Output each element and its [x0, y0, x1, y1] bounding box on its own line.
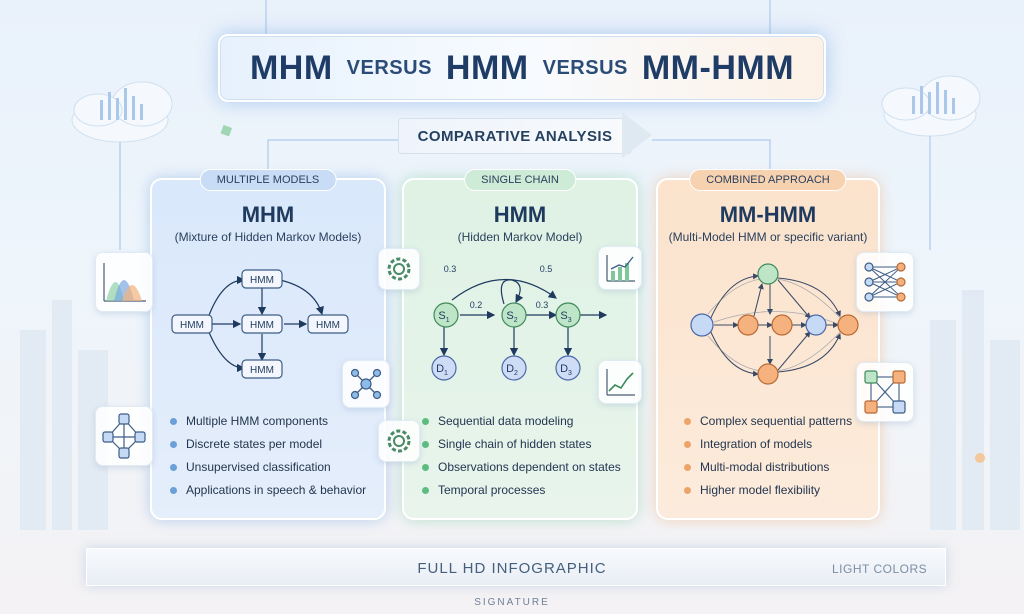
list-item: Observations dependent on states: [422, 460, 621, 474]
network-graph-icon: [95, 406, 153, 466]
list-item: Unsupervised classification: [170, 460, 366, 474]
tag-combined-approach: COMBINED APPROACH: [689, 169, 847, 191]
list-item: Multi-modal distributions: [684, 460, 852, 474]
molecule-icon: [342, 360, 390, 408]
arrow-right-icon: [622, 112, 652, 158]
panel-mhm: MULTIPLE MODELS MHM (Mixture of Hidden M…: [150, 169, 386, 520]
neural-network-icon: [856, 252, 914, 312]
panel-title: MM-HMM: [719, 202, 817, 227]
observation-label: D: [436, 363, 444, 375]
signature: SIGNATURE: [474, 597, 550, 608]
density-curves-icon: [95, 252, 153, 312]
mhm-diagram: HMM HMM HMM HMM HMM: [171, 269, 349, 379]
svg-text:S2: S2: [506, 310, 517, 324]
footer-light-colors: LIGHT COLORS: [832, 562, 928, 576]
hmm-node-label: HMM: [250, 365, 274, 376]
panel-mmhmm: COMBINED APPROACH MM-HMM (Multi-Model HM…: [656, 169, 880, 520]
title-mhm: MHM: [249, 48, 333, 87]
bottom-plinth: [86, 548, 946, 586]
transition-label: 0.5: [540, 264, 553, 274]
comparative-analysis-banner: COMPARATIVE ANALYSIS: [398, 118, 632, 154]
svg-text:D1: D1: [436, 363, 448, 377]
panel-subtitle: (Mixture of Hidden Markov Models): [174, 230, 362, 244]
gear-icon: [378, 248, 420, 290]
line-chart-icon: [598, 360, 642, 404]
bullet-list: Complex sequential patterns Integration …: [684, 414, 852, 506]
gear-icon: [378, 420, 420, 462]
cloud-icon-left: [71, 81, 173, 143]
panel-hmm: SINGLE CHAIN HMM (Hidden Markov Model): [402, 169, 638, 520]
hmm-node-label: HMM: [250, 275, 274, 286]
mmhmm-network-diagram: [690, 263, 859, 385]
bullet-list: Sequential data modeling Single chain of…: [422, 414, 621, 506]
hmm-diagram: S1 S2 S3 D1 D2 D3 0.3 0.5 0.2 0.3: [431, 264, 608, 381]
tag-multiple-models: MULTIPLE MODELS: [199, 169, 337, 191]
bullet-list: Multiple HMM components Discrete states …: [170, 414, 366, 506]
hmm-node-label: HMM: [250, 320, 274, 331]
panel-subtitle: (Multi-Model HMM or specific variant): [668, 230, 868, 244]
panel-subtitle: (Hidden Markov Model): [457, 230, 583, 244]
list-item: Complex sequential patterns: [684, 414, 852, 428]
state-label: S: [560, 310, 567, 322]
transition-label: 0.3: [444, 264, 457, 274]
transition-label: 0.3: [536, 300, 549, 310]
list-item: Sequential data modeling: [422, 414, 621, 428]
title-banner: MHM VERSUS HMM VERSUS MM-HMM: [218, 34, 826, 102]
list-item: Single chain of hidden states: [422, 437, 621, 451]
tag-single-chain: SINGLE CHAIN: [464, 169, 576, 191]
observation-label: D: [560, 363, 568, 375]
title-hmm: HMM: [445, 48, 529, 87]
cloud-icon-right: [881, 75, 981, 137]
panel-title: MHM: [241, 202, 295, 227]
svg-text:S3: S3: [560, 310, 571, 324]
list-item: Higher model flexibility: [684, 483, 852, 497]
svg-text:S1: S1: [438, 310, 449, 324]
flowchart-icon: [856, 362, 914, 422]
hmm-node-label: HMM: [180, 320, 204, 331]
bar-chart-icon: [598, 246, 642, 290]
title-mmhmm: MM-HMM: [641, 48, 795, 87]
list-item: Discrete states per model: [170, 437, 366, 451]
list-item: Multiple HMM components: [170, 414, 366, 428]
svg-text:D3: D3: [560, 363, 572, 377]
title-versus-1: VERSUS: [346, 56, 432, 79]
observation-label: D: [506, 363, 514, 375]
list-item: Applications in speech & behavior: [170, 483, 366, 497]
state-label: S: [438, 310, 445, 322]
svg-text:D2: D2: [506, 363, 518, 377]
list-item: Integration of models: [684, 437, 852, 451]
transition-label: 0.2: [470, 300, 483, 310]
hmm-node-label: HMM: [316, 320, 340, 331]
footer-full-hd-infographic: FULL HD INFOGRAPHIC: [417, 560, 607, 577]
panel-title: HMM: [493, 202, 547, 227]
title-versus-2: VERSUS: [542, 56, 628, 79]
list-item: Temporal processes: [422, 483, 621, 497]
state-label: S: [506, 310, 513, 322]
